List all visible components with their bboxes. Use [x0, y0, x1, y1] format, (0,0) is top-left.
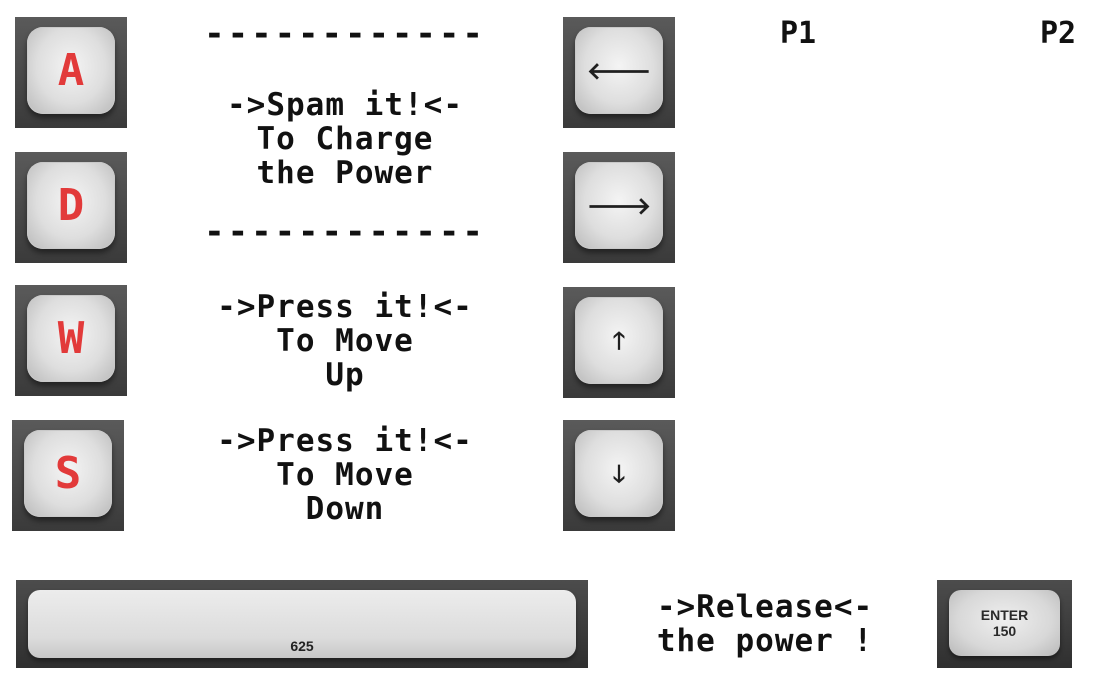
enter-key-value: 150 — [992, 623, 1017, 639]
player-2-label: P2 — [1040, 16, 1077, 51]
key-arrow-right[interactable]: 🡒 — [563, 152, 675, 263]
arrow-up-icon: 🡑 — [612, 326, 626, 355]
key-s-label: S — [54, 447, 82, 499]
spam-instruction: ->Spam it!<- To Charge the Power — [227, 87, 463, 191]
key-d-label: D — [57, 179, 85, 231]
release-instruction: ->Release<- the power ! — [656, 589, 874, 659]
arrow-left-icon: 🡐 — [586, 56, 652, 85]
power-bar: 625 — [16, 580, 588, 668]
power-bar-fill — [28, 590, 576, 658]
enter-key[interactable]: ENTER 150 — [937, 580, 1072, 668]
key-d[interactable]: D — [15, 152, 127, 263]
arrow-right-icon: 🡒 — [586, 191, 652, 220]
move-up-instruction: ->Press it!<- To Move Up — [217, 289, 473, 393]
player-1-label: P1 — [780, 16, 817, 51]
key-a-label: A — [57, 44, 85, 96]
move-down-instruction: ->Press it!<- To Move Down — [217, 423, 473, 527]
divider-top: ------------ — [204, 14, 486, 54]
arrow-down-icon: 🡓 — [612, 459, 626, 488]
divider-bottom: ------------ — [204, 212, 486, 252]
key-arrow-down[interactable]: 🡓 — [563, 420, 675, 531]
key-arrow-up[interactable]: 🡑 — [563, 287, 675, 398]
key-w-label: W — [57, 312, 85, 364]
key-s[interactable]: S — [12, 420, 124, 531]
power-value: 625 — [290, 638, 314, 654]
key-a[interactable]: A — [15, 17, 127, 128]
key-arrow-left[interactable]: 🡐 — [563, 17, 675, 128]
enter-key-label: ENTER — [980, 607, 1029, 623]
key-w[interactable]: W — [15, 285, 127, 396]
